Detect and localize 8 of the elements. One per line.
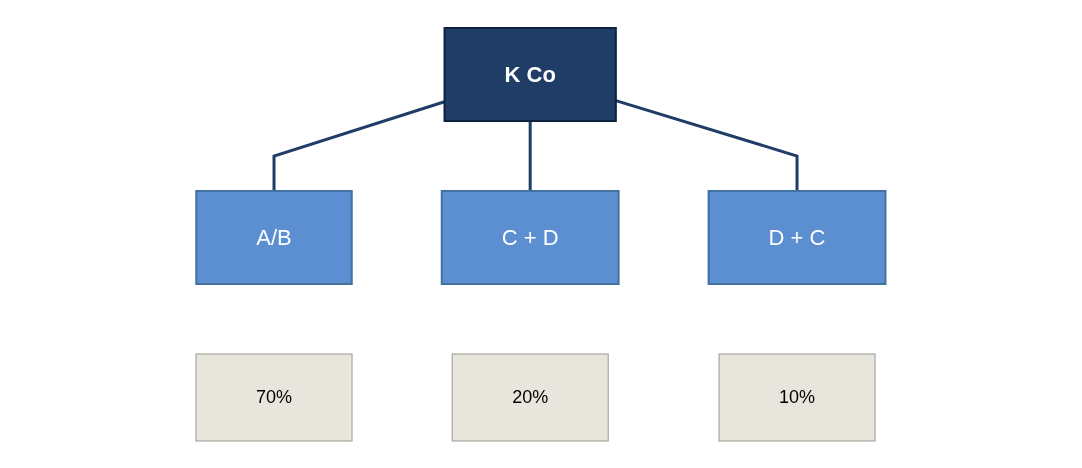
node-box: 70% <box>195 353 353 441</box>
node-box: 20% <box>451 353 609 441</box>
node-box: D + C <box>707 189 887 285</box>
node-box: A/B <box>195 189 353 285</box>
node-box: 10% <box>718 353 876 441</box>
node-box: C + D <box>441 189 620 285</box>
connector <box>528 120 532 191</box>
node-box: K Co <box>443 26 618 122</box>
